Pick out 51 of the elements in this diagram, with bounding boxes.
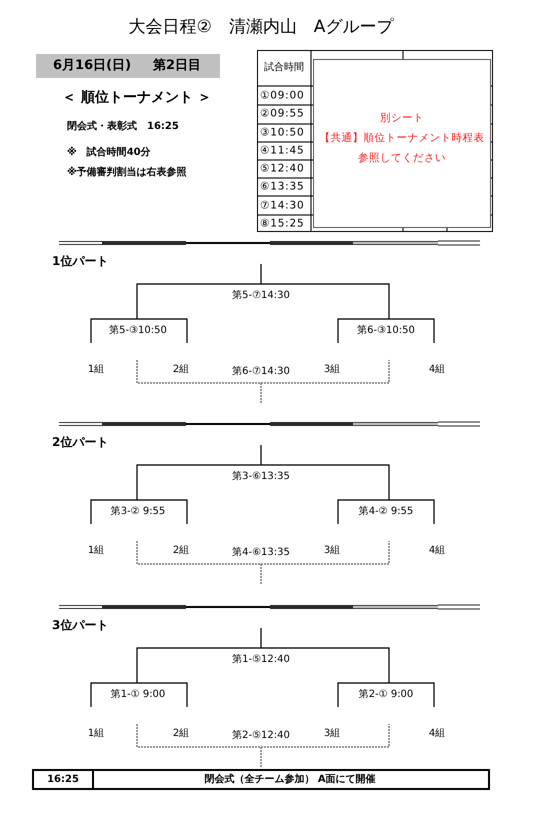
- team-label: 3組: [324, 364, 340, 376]
- date-text: 6月16日(日): [53, 58, 132, 74]
- part-heading: 1位パート: [52, 254, 108, 268]
- team-label: 1組: [88, 545, 104, 557]
- match-label: 第2-① 9:00: [358, 689, 414, 701]
- match-label: 第1-⑤12:40: [232, 654, 290, 666]
- match-label: 第6-⑦14:30: [232, 366, 290, 378]
- match-time: ①09:00: [260, 89, 304, 102]
- notice-box: [313, 59, 491, 228]
- match-label: 第4-⑥13:35: [232, 547, 290, 559]
- part-heading: 3位パート: [52, 618, 108, 632]
- notice-text: 【共通】順位トーナメント時程表: [320, 131, 484, 146]
- match-time: ⑧15:25: [260, 217, 304, 230]
- team-label: 4組: [428, 728, 446, 740]
- match-time: ⑤12:40: [260, 162, 304, 176]
- match-time: ⑦14:30: [260, 199, 304, 212]
- notice-text: 別シート: [380, 111, 424, 126]
- match-label: 第3-⑥13:35: [232, 471, 290, 483]
- note-text: ※ 試合時間40分: [67, 147, 151, 159]
- page-title: 大会日程② 清瀬内山 Aグループ: [128, 16, 394, 38]
- team-label: 3組: [324, 545, 340, 557]
- match-label: 第6-③10:50: [357, 325, 415, 337]
- match-label: 第4-② 9:55: [358, 506, 414, 518]
- team-label: 1組: [88, 728, 104, 740]
- team-label: 4組: [428, 545, 446, 557]
- team-label: 2組: [172, 545, 190, 557]
- match-time: ③10:50: [260, 126, 304, 140]
- date-band: [36, 54, 220, 78]
- note-text: 閉会式・表彰式 16:25: [67, 121, 179, 133]
- match-label: 第2-⑤12:40: [232, 730, 290, 742]
- team-label: 2組: [172, 364, 190, 376]
- notice-text: 参照してください: [358, 151, 446, 166]
- team-label: 3組: [324, 728, 340, 740]
- section-heading: ＜ 順位トーナメント ＞: [62, 90, 212, 106]
- event-text: 閉会式（全チーム参加） A面にて開催: [204, 774, 376, 786]
- match-time: ②09:55: [260, 108, 304, 120]
- match-label: 第1-① 9:00: [110, 689, 166, 701]
- match-label: 第5-③10:50: [109, 325, 167, 337]
- match-time: ⑥13:35: [260, 180, 304, 194]
- note-text: ※予備審判割当は右表参照: [67, 167, 187, 179]
- team-label: 4組: [428, 364, 446, 376]
- column-header: 試合時間: [264, 62, 304, 74]
- match-label: 第3-② 9:55: [110, 506, 166, 518]
- part-heading: 2位パート: [52, 434, 108, 450]
- team-label: 2組: [172, 728, 190, 740]
- team-label: 1組: [88, 364, 104, 376]
- match-label: 第5-⑦14:30: [232, 290, 290, 302]
- day-text: 第2日目: [153, 58, 202, 74]
- closing-ceremony-bar: [32, 769, 490, 790]
- time-text: 16:25: [47, 774, 79, 786]
- match-time: ④11:45: [260, 144, 304, 158]
